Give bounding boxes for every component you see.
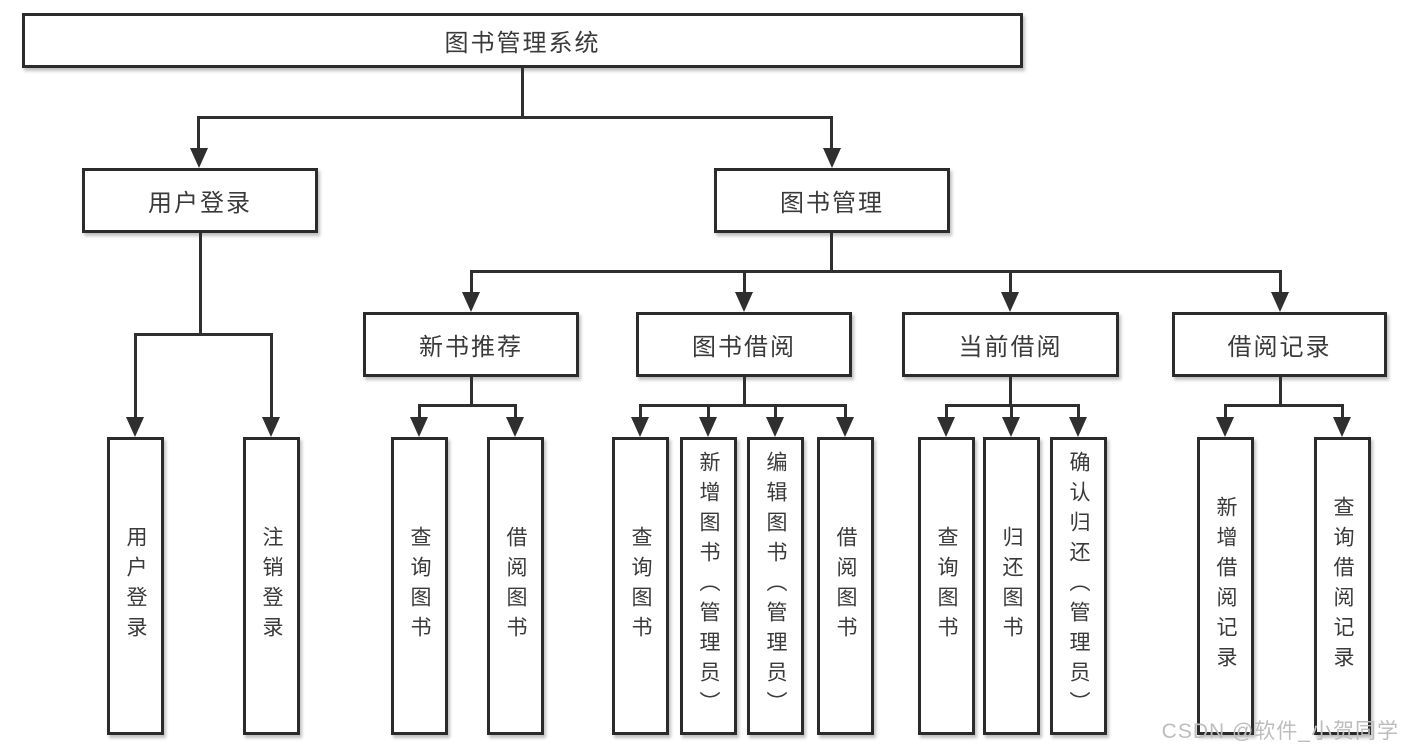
node-borrow-records: 借阅记录	[1172, 312, 1387, 377]
node-borrow-books: 借阅图书	[817, 437, 874, 735]
connector-line	[470, 377, 473, 406]
node-book-management: 图书管理	[714, 168, 950, 233]
connector-line	[470, 270, 1282, 273]
arrow-down-icon	[766, 417, 784, 437]
connector-line	[1279, 377, 1282, 406]
connector-line	[197, 116, 200, 151]
connector-line	[1224, 404, 1344, 407]
node-query-books: 查询图书	[918, 437, 975, 735]
arrow-down-icon	[462, 292, 480, 312]
connector-line	[514, 404, 517, 419]
connector-line	[470, 270, 473, 294]
connector-line	[521, 68, 524, 118]
connector-line	[134, 333, 137, 419]
connector-line	[418, 404, 421, 419]
node-user-login-action: 用户登录	[107, 437, 164, 735]
connector-line	[134, 333, 273, 336]
node-current-borrow: 当前借阅	[902, 312, 1119, 377]
node-logout: 注销登录	[243, 437, 300, 735]
arrow-down-icon	[1333, 417, 1351, 437]
connector-line	[743, 377, 746, 406]
connector-line	[1010, 404, 1013, 419]
connector-line	[830, 116, 833, 151]
connector-line	[1279, 270, 1282, 294]
arrow-down-icon	[1216, 417, 1234, 437]
node-borrow-books: 借阅图书	[487, 437, 544, 735]
connector-line	[199, 233, 202, 335]
connector-line	[1009, 270, 1012, 294]
csdn-watermark: CSDN @软件_小贺同学	[1161, 720, 1399, 743]
node-confirm-return-admin: 确认归还（管理员）	[1050, 437, 1107, 735]
arrow-down-icon	[126, 417, 144, 437]
arrow-down-icon	[1001, 292, 1019, 312]
node-query-books: 查询图书	[612, 437, 669, 735]
connector-line	[743, 270, 746, 294]
connector-line	[1009, 377, 1012, 406]
connector-line	[1224, 404, 1227, 419]
connector-line	[197, 116, 833, 119]
connector-line	[639, 404, 847, 407]
arrow-down-icon	[823, 148, 841, 168]
connector-line	[774, 404, 777, 419]
arrow-down-icon	[262, 417, 280, 437]
node-library-system: 图书管理系统	[22, 13, 1023, 68]
connector-line	[639, 404, 642, 419]
arrow-down-icon	[836, 417, 854, 437]
node-add-book-admin: 新增图书（管理员）	[680, 437, 737, 735]
connector-line	[1341, 404, 1344, 419]
connector-line	[270, 333, 273, 419]
connector-line	[830, 233, 833, 273]
node-add-borrow-record: 新增借阅记录	[1197, 437, 1254, 735]
arrow-down-icon	[1271, 292, 1289, 312]
node-book-borrow: 图书借阅	[636, 312, 852, 377]
node-query-books: 查询图书	[391, 437, 448, 735]
arrow-down-icon	[1002, 417, 1020, 437]
connector-line	[1077, 404, 1080, 419]
node-user-login: 用户登录	[82, 168, 318, 233]
node-new-book-recommend: 新书推荐	[363, 312, 579, 377]
node-return-book: 归还图书	[983, 437, 1040, 735]
arrow-down-icon	[699, 417, 717, 437]
arrow-down-icon	[190, 148, 208, 168]
node-query-borrow-record: 查询借阅记录	[1314, 437, 1371, 735]
arrow-down-icon	[631, 417, 649, 437]
arrow-down-icon	[410, 417, 428, 437]
arrow-down-icon	[937, 417, 955, 437]
connector-line	[418, 404, 517, 407]
arrow-down-icon	[506, 417, 524, 437]
arrow-down-icon	[735, 292, 753, 312]
connector-line	[844, 404, 847, 419]
arrow-down-icon	[1069, 417, 1087, 437]
node-edit-book-admin: 编辑图书（管理员）	[747, 437, 804, 735]
connector-line	[707, 404, 710, 419]
connector-line	[945, 404, 948, 419]
